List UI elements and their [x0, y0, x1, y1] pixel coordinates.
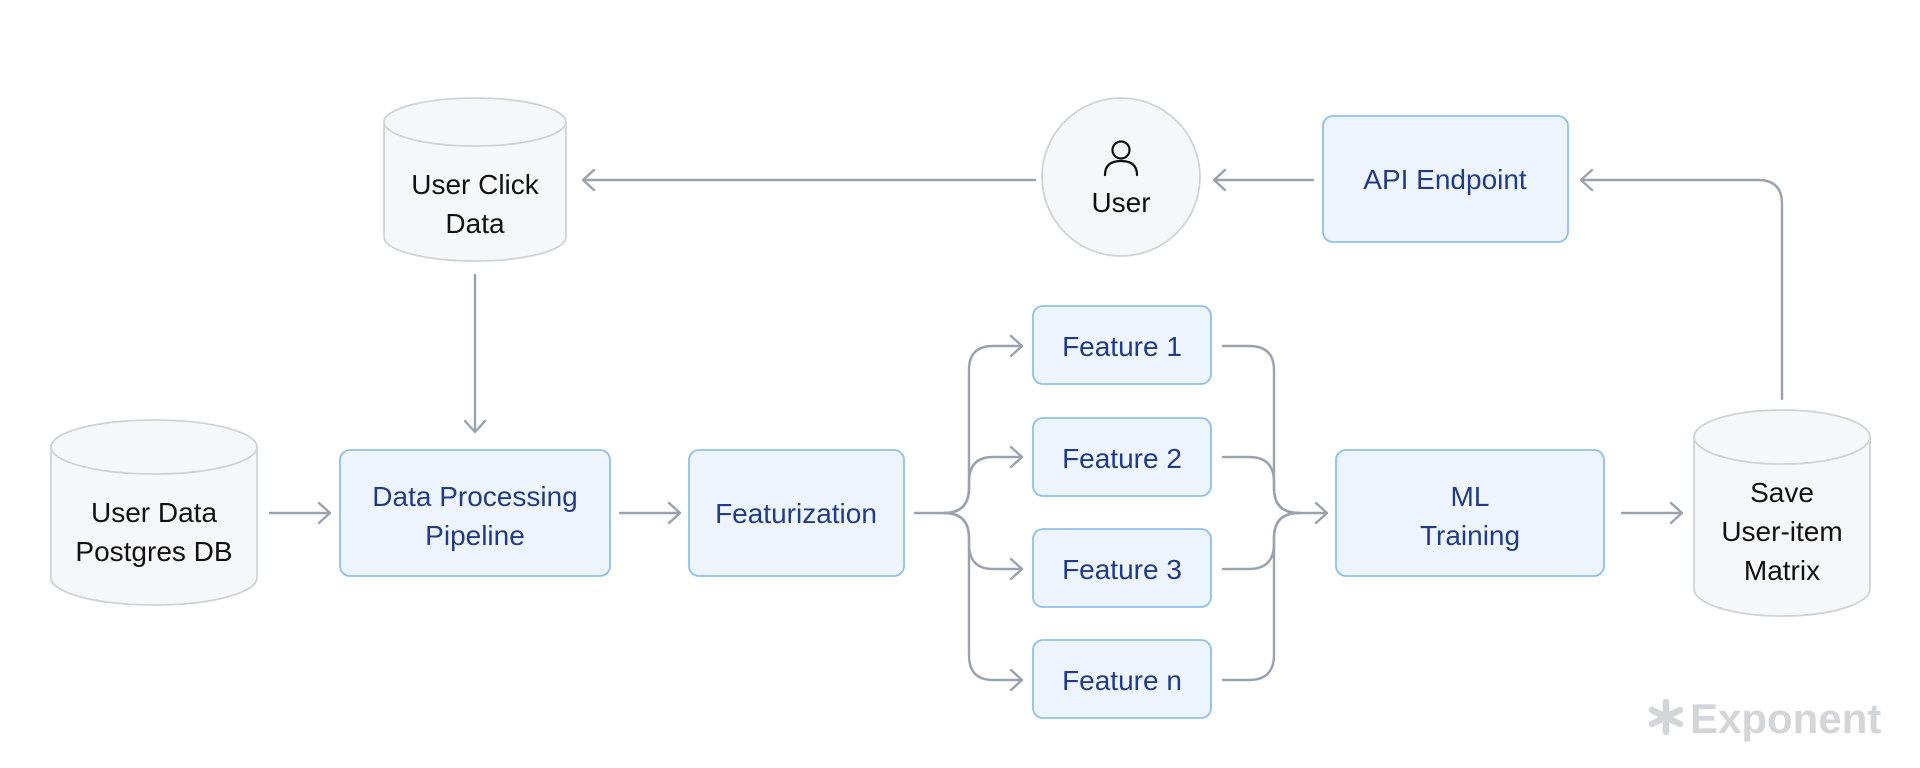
ml-training-label-line-2: Training	[1420, 520, 1520, 551]
feature-3-box	[1032, 528, 1212, 608]
arrowhead-user	[1212, 168, 1227, 192]
featurization-node: Featurization	[688, 449, 905, 577]
user-circle	[1041, 97, 1201, 257]
cylinder-shape	[1693, 437, 1871, 617]
edge-feature-n-to-ml	[1221, 511, 1301, 682]
edge-featurization-to-feature-n	[942, 511, 1023, 682]
featurization-box	[688, 449, 905, 577]
watermark-text: Exponent	[1690, 695, 1881, 742]
edge-feature-2-to-ml	[1221, 455, 1301, 515]
feature-3-node: Feature 3	[1032, 528, 1212, 608]
edge-matrix-to-api	[1580, 178, 1784, 401]
arrowhead-click-data	[581, 168, 596, 192]
ml-training-label-line-1: ML	[1451, 481, 1490, 512]
cylinder-top	[1693, 409, 1871, 465]
user-label: User	[1091, 187, 1150, 218]
save-matrix-label-line-3: Matrix	[1744, 555, 1820, 586]
arrowhead-featurization	[667, 501, 682, 525]
user-data-db-label-line-1: User Data	[91, 497, 217, 528]
ml-training-box	[1335, 449, 1605, 577]
edge-featurization-to-feature-2	[942, 455, 1023, 515]
edge-feature-3-to-ml	[1221, 511, 1301, 571]
feature-3-label: Feature 3	[1062, 554, 1182, 585]
feature-1-label: Feature 1	[1062, 331, 1182, 362]
feature-2-box	[1032, 417, 1212, 497]
cylinder-shape	[383, 122, 567, 262]
feature-n-node: Feature n	[1032, 639, 1212, 719]
api-endpoint-label: API Endpoint	[1363, 164, 1527, 195]
arrowhead-processing-top	[463, 419, 487, 434]
save-matrix-node: Save User-item Matrix	[1693, 409, 1871, 617]
user-click-data-node: User Click Data	[383, 97, 567, 262]
arrowhead-feature-3	[1009, 557, 1024, 581]
arrowhead-api	[1579, 168, 1594, 192]
user-click-data-label-line-1: User Click	[411, 169, 540, 200]
feature-n-label: Feature n	[1062, 665, 1182, 696]
cylinder-shape	[50, 447, 258, 606]
feature-2-label: Feature 2	[1062, 443, 1182, 474]
api-endpoint-box	[1322, 115, 1569, 243]
arrowhead-feature-2	[1009, 445, 1024, 469]
ml-training-node: ML Training	[1335, 449, 1605, 577]
cylinder-top	[383, 97, 567, 147]
edge-featurization-to-feature-3	[942, 511, 1023, 571]
feature-1-box	[1032, 305, 1212, 385]
feature-1-node: Feature 1	[1032, 305, 1212, 385]
save-matrix-label-line-2: User-item	[1721, 516, 1842, 547]
feature-n-box	[1032, 639, 1212, 719]
api-endpoint-node: API Endpoint	[1322, 115, 1569, 243]
user-icon	[1103, 140, 1139, 177]
data-processing-node: Data Processing Pipeline	[339, 449, 611, 577]
asterisk-icon	[1648, 698, 1684, 736]
exponent-watermark: Exponent	[1648, 695, 1881, 742]
arrowhead-processing-left	[317, 501, 332, 525]
save-matrix-label-line-1: Save	[1750, 477, 1814, 508]
data-processing-label-line-1: Data Processing	[372, 481, 577, 512]
arrowhead-ml-training	[1314, 501, 1329, 525]
arrowhead-matrix	[1669, 501, 1684, 525]
data-processing-label-line-2: Pipeline	[425, 520, 525, 551]
edges	[268, 168, 1784, 692]
user-node: User	[1041, 97, 1201, 257]
arrowhead-feature-n	[1009, 668, 1024, 692]
featurization-label: Featurization	[715, 498, 877, 529]
feature-2-node: Feature 2	[1032, 417, 1212, 497]
data-processing-box	[339, 449, 611, 577]
arrowhead-feature-1	[1009, 334, 1024, 358]
user-data-db-node: User Data Postgres DB	[50, 419, 258, 606]
cylinder-top	[50, 419, 258, 475]
user-click-data-label-line-2: Data	[445, 208, 505, 239]
user-data-db-label-line-2: Postgres DB	[75, 536, 232, 567]
